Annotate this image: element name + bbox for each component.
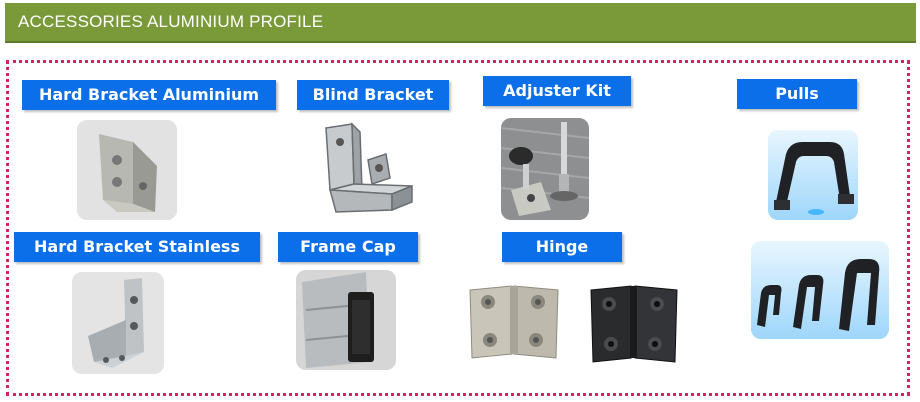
adjuster-kit-photo xyxy=(501,118,589,220)
frame-cap-photo xyxy=(296,270,396,370)
pull-handles-photo xyxy=(751,241,889,339)
label-adjuster-kit: Adjuster Kit xyxy=(483,76,631,106)
blind-bracket-photo xyxy=(312,120,422,220)
label-pulls: Pulls xyxy=(737,79,857,109)
aluminium-bracket-photo xyxy=(77,120,177,220)
stainless-bracket-photo xyxy=(72,272,164,374)
accessories-panel xyxy=(6,60,910,396)
label-hard-bracket-stainless: Hard Bracket Stainless xyxy=(14,232,260,262)
label-hard-bracket-aluminium: Hard Bracket Aluminium xyxy=(22,80,276,110)
label-hinge: Hinge xyxy=(502,232,622,262)
page-header: ACCESSORIES ALUMINIUM PROFILE xyxy=(5,3,916,43)
pull-handle-photo xyxy=(768,130,858,220)
label-frame-cap: Frame Cap xyxy=(278,232,418,262)
label-blind-bracket: Blind Bracket xyxy=(297,80,449,110)
black-hinge-photo xyxy=(585,282,681,366)
page-title: ACCESSORIES ALUMINIUM PROFILE xyxy=(18,12,324,31)
steel-hinge-photo xyxy=(466,282,562,362)
